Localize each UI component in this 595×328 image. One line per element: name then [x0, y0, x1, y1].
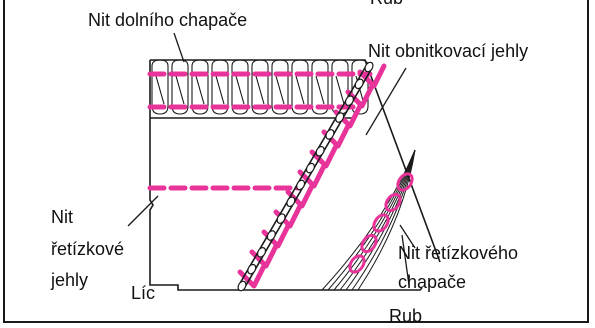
- chain-looper-thread-label-1: Nit řetízkového: [398, 242, 518, 265]
- fabric-outline: [150, 60, 440, 290]
- loop-stitch: [176, 76, 184, 104]
- loop-stitch: [196, 76, 204, 104]
- rub-bottom-label: Rub: [389, 305, 422, 328]
- lower-looper-thread-label: Nit dolního chapače: [88, 9, 247, 32]
- loop-stitch: [216, 76, 224, 104]
- loop-stitch: [296, 76, 304, 104]
- chain-needle-thread-label-2: řetízkové: [51, 238, 124, 261]
- needle-bead: [354, 78, 365, 90]
- lic-label: Líc: [131, 282, 155, 305]
- overlock-needle-thread-label: Nit obnitkovací jehly: [368, 40, 528, 63]
- chain-looper-cone: [322, 150, 415, 290]
- loop-stitch: [336, 76, 344, 104]
- needle-bead: [246, 263, 257, 275]
- loop-stitch: [256, 76, 264, 104]
- loop-stitch: [156, 76, 164, 104]
- cone-thread: [322, 150, 415, 290]
- chain-looper-thread-label-2: chapače: [398, 271, 466, 294]
- loop-stitch: [316, 76, 324, 104]
- loop-stitch: [276, 76, 284, 104]
- chain-needle-thread-label-1: Nit: [51, 206, 73, 229]
- chain-needle-thread-label-3: jehly: [51, 269, 88, 292]
- needle-bead: [305, 162, 316, 174]
- rub-top-label: Rub: [370, 0, 403, 10]
- loop-stitch: [236, 76, 244, 104]
